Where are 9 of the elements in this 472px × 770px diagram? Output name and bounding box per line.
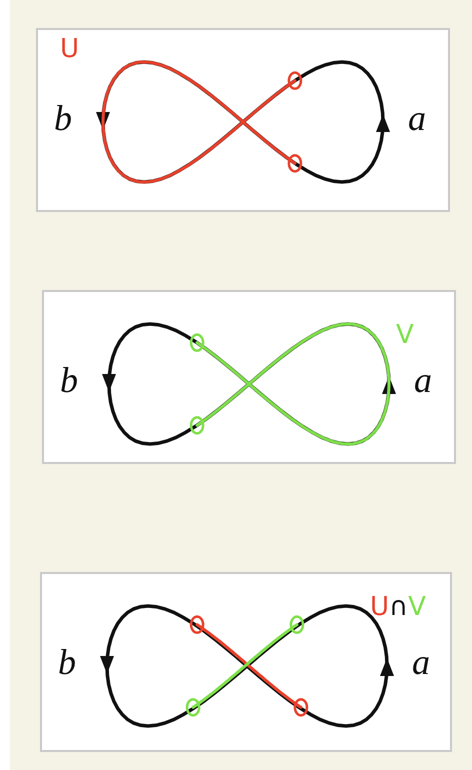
vertex-label: a: [414, 362, 432, 398]
vertex-label: a: [412, 644, 430, 680]
set-label: V: [396, 322, 414, 348]
vertex-label: b: [54, 100, 72, 136]
set-label: U: [60, 36, 80, 62]
vertex-label: b: [60, 362, 78, 398]
vertex-label: b: [58, 644, 76, 680]
set-label: U∩V: [370, 594, 426, 620]
vertex-label: a: [408, 100, 426, 136]
